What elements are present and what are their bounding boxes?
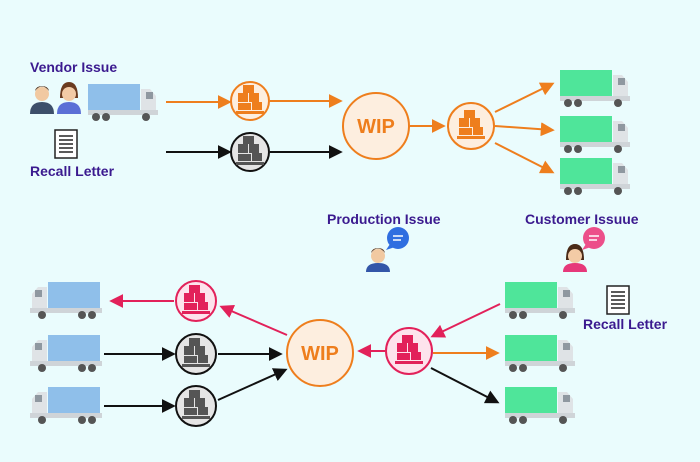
vendor-pallet-node xyxy=(230,81,270,121)
return-truck-1-icon xyxy=(30,282,102,319)
output-pallet-node xyxy=(447,102,495,150)
output-truck-1-icon xyxy=(560,70,630,107)
vendor-truck-icon xyxy=(88,84,158,121)
customer-issue-label: Customer Issuue xyxy=(525,211,639,227)
recall-letter-doc-icon xyxy=(54,129,78,159)
vendor-issue-label: Vendor Issue xyxy=(30,59,117,75)
customer-truck-1-icon xyxy=(505,282,575,319)
customer-avatar-icon xyxy=(563,244,587,272)
output-truck-3-icon xyxy=(560,158,630,195)
top-flow: Vendor Issue Recall Letter WIP xyxy=(30,59,630,195)
customer-truck-2-icon xyxy=(505,335,575,372)
bottom-wip-node: WIP xyxy=(286,319,354,387)
vendor-woman-avatar-icon xyxy=(57,82,81,114)
letter-pallet-node xyxy=(230,132,270,172)
returned-pallet-node xyxy=(175,280,217,322)
arrow-pallet-to-customer-truck-3 xyxy=(430,367,500,404)
production-chat-bubble-icon xyxy=(386,227,409,250)
recall-letter-label-bottom: Recall Letter xyxy=(583,316,668,332)
customer-recall-letter-doc-icon xyxy=(606,285,630,315)
customer-truck-3-icon xyxy=(505,387,575,424)
production-worker-avatar-icon xyxy=(366,248,390,272)
arrow-output-to-truck-3 xyxy=(494,142,555,174)
return-truck-3-icon xyxy=(30,387,102,424)
production-issue-label: Production Issue xyxy=(327,211,441,227)
bottom-wip-label: WIP xyxy=(301,343,339,365)
top-wip-node: WIP xyxy=(342,92,410,160)
arrow-customer-truck-1-to-pallet xyxy=(430,303,501,338)
arrow-grey-pallet-2-to-wip xyxy=(217,368,288,401)
grey-pallet-node-2 xyxy=(175,385,217,427)
grey-pallet-node-1 xyxy=(175,333,217,375)
customer-return-pallet-node xyxy=(385,327,433,375)
arrow-output-to-truck-2 xyxy=(494,122,555,137)
customer-chat-bubble-icon xyxy=(582,227,605,250)
arrow-wip-to-returned-pallet xyxy=(219,305,288,336)
return-truck-2-icon xyxy=(30,335,102,372)
output-truck-2-icon xyxy=(560,116,630,153)
recall-letter-label: Recall Letter xyxy=(30,163,115,179)
top-wip-label: WIP xyxy=(357,116,395,138)
bottom-flow: Production Issue Customer Issuue Recall … xyxy=(30,211,668,427)
arrow-output-to-truck-1 xyxy=(494,82,555,113)
vendor-man-avatar-icon xyxy=(30,86,54,114)
